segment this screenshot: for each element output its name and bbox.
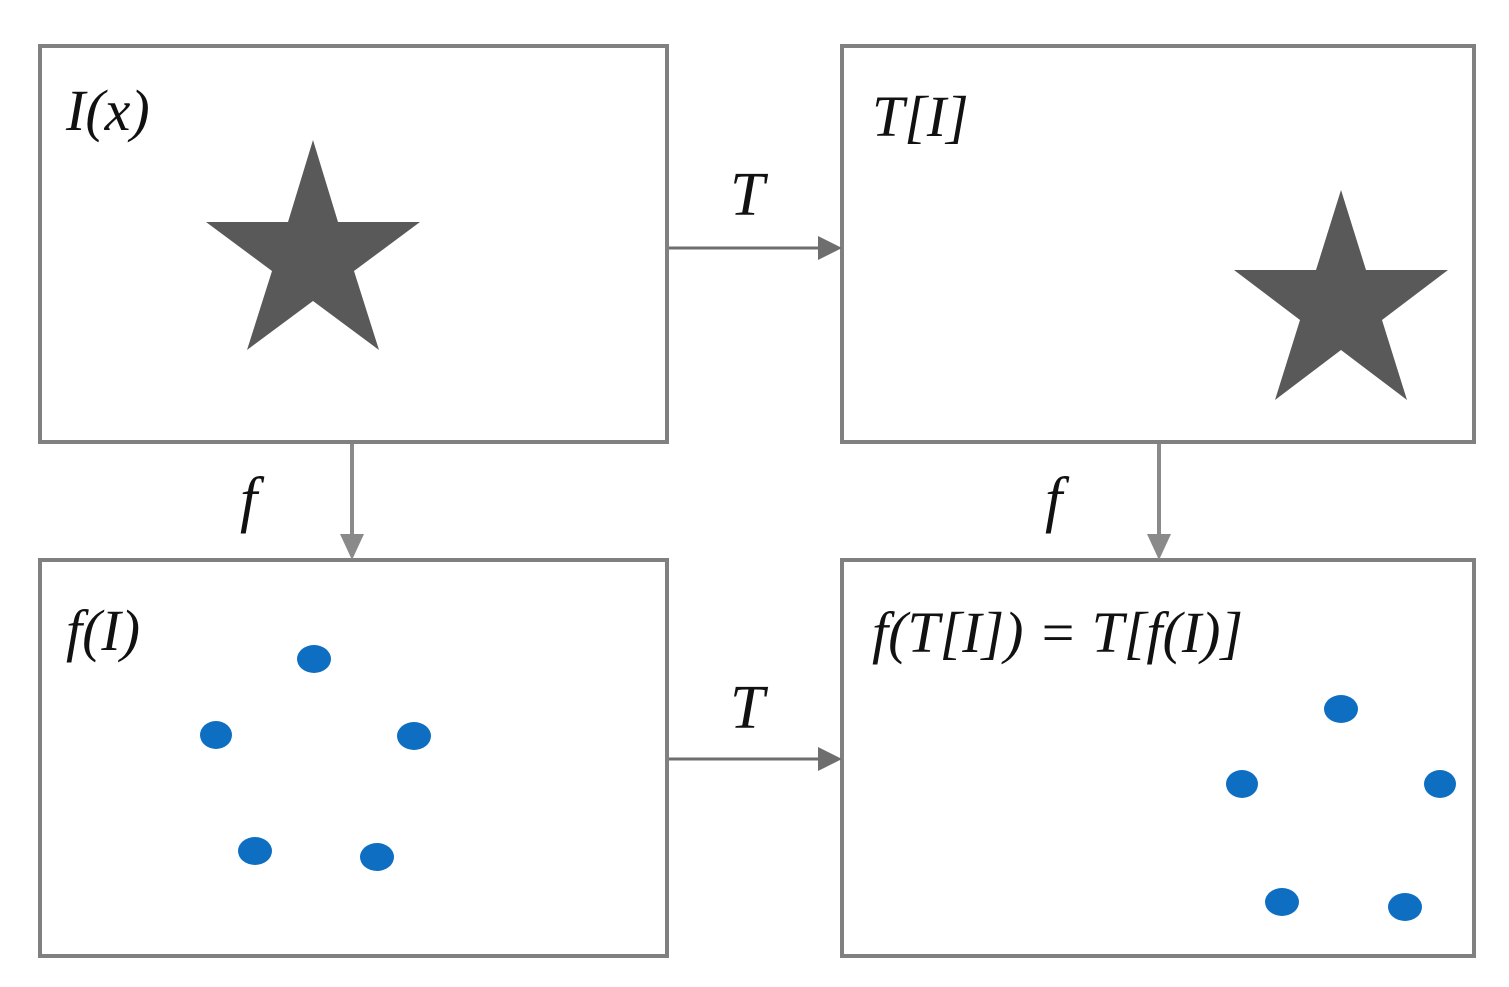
keypoint-dots-left <box>200 645 431 871</box>
keypoint-dot <box>397 722 431 750</box>
keypoint-dots-right <box>1226 695 1456 921</box>
panel-features: f(I) <box>38 558 669 958</box>
keypoint-dot <box>1265 888 1299 916</box>
arrow-head-icon <box>818 747 842 771</box>
panel-equivariance: f(T[I]) = T[f(I)] <box>840 558 1476 958</box>
arrow-head-icon <box>1147 534 1171 560</box>
star-icon <box>206 140 420 350</box>
keypoint-dot <box>360 843 394 871</box>
keypoint-dot <box>1226 770 1258 798</box>
arrow-right-feature: f <box>1045 444 1171 560</box>
arrow-top-transform: T <box>669 161 842 260</box>
panel-features-label: f(I) <box>66 598 140 663</box>
panel-transformed-label: T[I] <box>872 84 969 149</box>
arrow-head-icon <box>340 534 364 560</box>
keypoint-dot <box>297 645 331 673</box>
panel-input-label: I(x) <box>65 78 150 143</box>
keypoint-dot <box>1388 893 1422 921</box>
star-icon <box>1234 190 1448 400</box>
arrow-right-label: f <box>1045 466 1070 534</box>
panel-equivariance-label: f(T[I]) = T[f(I)] <box>872 600 1243 665</box>
arrow-left-label: f <box>240 466 265 534</box>
arrow-bottom-transform: T <box>669 674 842 771</box>
arrow-top-label: T <box>730 161 769 229</box>
keypoint-dot <box>200 721 232 749</box>
keypoint-dot <box>238 837 272 865</box>
keypoint-dot <box>1324 695 1358 723</box>
panel-transformed-box <box>840 44 1476 444</box>
arrow-head-icon <box>818 236 842 260</box>
panel-transformed-image: T[I] <box>840 44 1476 444</box>
arrow-bottom-label: T <box>730 674 769 742</box>
panel-equivariance-box <box>840 558 1476 958</box>
keypoint-dot <box>1424 770 1456 798</box>
panel-input-image: I(x) <box>38 44 669 444</box>
arrow-left-feature: f <box>240 444 364 560</box>
panel-features-box <box>38 558 669 958</box>
